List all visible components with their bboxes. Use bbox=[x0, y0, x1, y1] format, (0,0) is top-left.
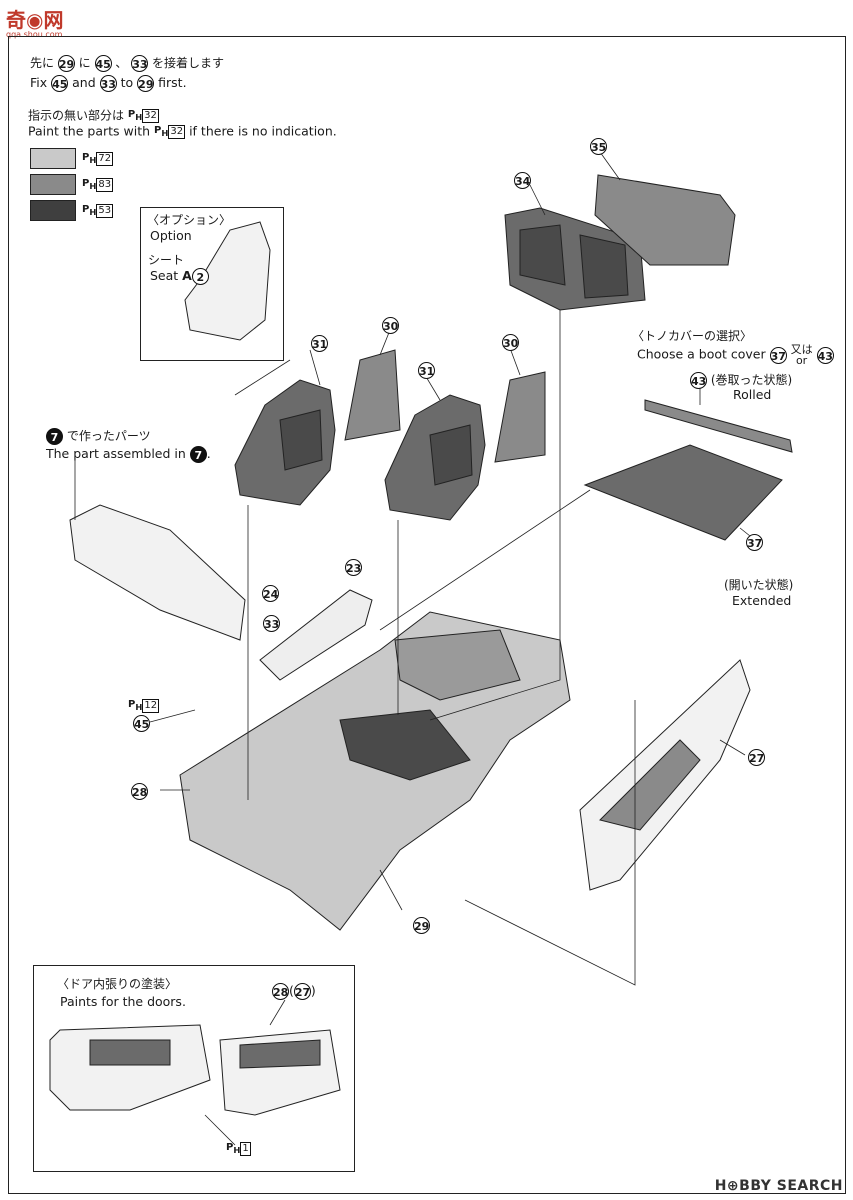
part-35: 35 bbox=[590, 136, 607, 155]
option-seat-jp: シート bbox=[148, 253, 185, 267]
boot-cover-extended-jp: (開いた状態) bbox=[724, 578, 794, 592]
door-paint-box bbox=[33, 965, 355, 1172]
hobby-search-watermark: H⊕BBY SEARCH bbox=[714, 1178, 843, 1194]
dash-label-en: The part assembled in 7. bbox=[46, 446, 211, 463]
paint-swatch-53 bbox=[30, 200, 76, 221]
part-37: 37 bbox=[746, 532, 763, 551]
paint-symbol: PH bbox=[127, 109, 143, 122]
console-shape bbox=[259, 589, 373, 681]
part-34: 34 bbox=[514, 170, 531, 189]
dash-label-jp: 7 で作ったパーツ bbox=[46, 428, 151, 445]
part-23: 23 bbox=[345, 557, 362, 576]
boot-cover-rolled-shape bbox=[644, 399, 793, 453]
part-30-left: 30 bbox=[382, 315, 399, 334]
option-seat-box bbox=[140, 207, 284, 361]
door-box-parts: 28(27) bbox=[272, 983, 316, 1000]
option-title-jp: 〈オプション〉 bbox=[147, 213, 232, 227]
dashboard-shape bbox=[69, 504, 246, 641]
glue-instruction-jp: 先に 29 に 45 、 33 を接着します bbox=[30, 55, 225, 72]
option-title-en: Option bbox=[150, 228, 192, 243]
part-24: 24 bbox=[262, 583, 279, 602]
boot-cover-rolled-label: 43 (巻取った状態) bbox=[690, 372, 793, 389]
part-30-right: 30 bbox=[502, 332, 519, 351]
boot-cover-title-jp: 〈トノカバーの選択〉 bbox=[632, 329, 753, 343]
boot-cover-rolled-en: Rolled bbox=[733, 387, 772, 402]
instruction-frame bbox=[8, 36, 846, 1194]
glue-instruction-en: Fix 45 and 33 to 29 first. bbox=[30, 75, 187, 92]
seatback-left-shape bbox=[344, 349, 401, 441]
part-45: 45 bbox=[133, 713, 150, 732]
part-31-right: 31 bbox=[418, 360, 435, 379]
door-box-title-en: Paints for the doors. bbox=[60, 994, 186, 1009]
part-27: 27 bbox=[748, 747, 765, 766]
part-31-left: 31 bbox=[311, 333, 328, 352]
rear-seatback-shape bbox=[594, 174, 736, 266]
part-28: 28 bbox=[131, 781, 148, 800]
boot-cover-extended-shape bbox=[583, 444, 783, 541]
seatback-right-shape bbox=[494, 371, 546, 463]
paint-swatch-72 bbox=[30, 148, 76, 169]
door-box-title-jp: 〈ドア内張りの塗装〉 bbox=[57, 977, 178, 991]
part-33: 33 bbox=[263, 613, 280, 632]
option-seat-shape bbox=[184, 221, 271, 341]
boot-cover-extended-en: Extended bbox=[732, 593, 792, 608]
paint-swatch-83 bbox=[30, 174, 76, 195]
part-29: 29 bbox=[413, 915, 430, 934]
